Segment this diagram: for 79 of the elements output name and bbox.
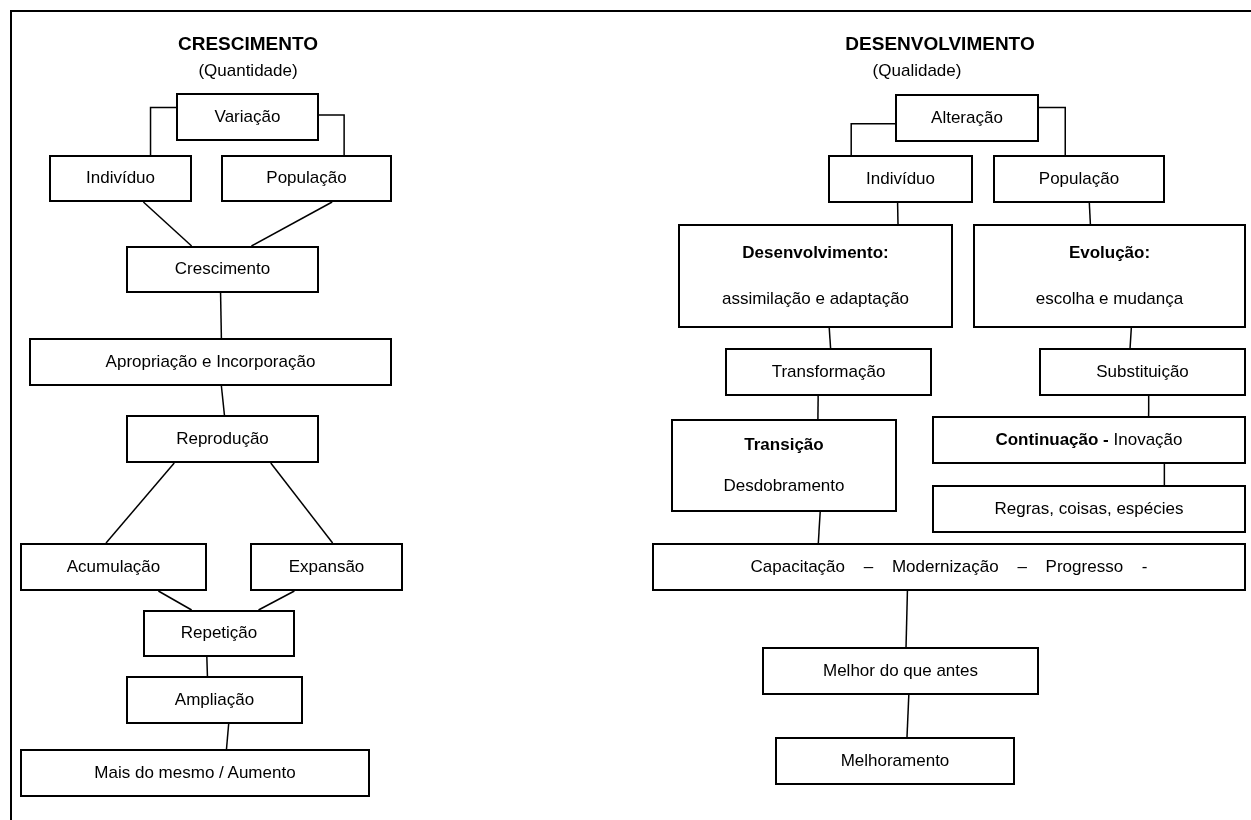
process-box xyxy=(126,415,319,463)
connector-line xyxy=(220,385,226,416)
connector-line xyxy=(105,462,175,544)
box-text: População xyxy=(266,168,347,189)
box-text: Apropriação e Incorporação xyxy=(105,351,316,373)
box-heading: Transição xyxy=(744,435,824,456)
process-box xyxy=(725,348,932,396)
process-box xyxy=(49,155,192,202)
connector-line xyxy=(157,590,193,611)
connector-line xyxy=(149,106,177,156)
process-box xyxy=(20,543,207,591)
process-box xyxy=(932,485,1246,533)
process-box xyxy=(29,338,392,386)
process-box xyxy=(828,155,973,203)
section-heading: CRESCIMENTO xyxy=(177,32,319,56)
connector-line xyxy=(270,462,334,544)
box-text: Crescimento xyxy=(174,259,271,280)
process-box xyxy=(973,224,1246,328)
box-text: Alteração xyxy=(931,107,1003,129)
process-box xyxy=(126,676,303,724)
connector-line xyxy=(206,656,209,677)
process-box xyxy=(678,224,953,328)
connector-line xyxy=(850,123,896,156)
box-text: Indivíduo xyxy=(86,168,155,189)
box-text: Acumulação xyxy=(66,556,161,578)
process-box xyxy=(762,647,1039,695)
process-box xyxy=(221,155,392,202)
connector-line xyxy=(318,114,345,156)
box-text: Capacitação – Modernização – Progresso - xyxy=(750,556,1148,578)
process-box xyxy=(1039,348,1246,396)
box-heading: Evolução: xyxy=(1068,242,1151,264)
connector-line xyxy=(905,590,909,648)
connector-line xyxy=(1088,202,1092,225)
box-text: Mais do mesmo / Aumento xyxy=(94,762,296,784)
connector-line xyxy=(906,694,910,738)
box-text: assimilação e adaptação xyxy=(721,288,910,310)
box-text: População xyxy=(1038,168,1120,190)
process-box xyxy=(895,94,1039,142)
box-text: Reprodução xyxy=(176,428,269,450)
connector-line xyxy=(225,723,230,750)
section-subheading: (Qualidade) xyxy=(872,60,962,82)
connector-line xyxy=(142,201,193,247)
process-box xyxy=(126,246,319,293)
box-text: Ampliação xyxy=(174,689,255,711)
connector-line xyxy=(1129,327,1133,349)
process-box xyxy=(671,419,897,512)
box-text: Melhoramento xyxy=(840,750,950,772)
process-box xyxy=(250,543,403,591)
box-text: Regras, coisas, espécies xyxy=(994,498,1184,520)
process-box xyxy=(775,737,1015,785)
process-box xyxy=(143,610,295,657)
connector-line xyxy=(1038,106,1066,156)
box-text: Substituição xyxy=(1096,361,1189,383)
process-box xyxy=(176,93,319,141)
process-box xyxy=(20,749,370,797)
connector-line xyxy=(896,202,899,225)
connector-line xyxy=(219,292,223,339)
box-text: Variação xyxy=(214,106,281,128)
process-box xyxy=(993,155,1165,203)
connector-line xyxy=(817,395,819,420)
connector-line xyxy=(817,511,821,544)
section-subheading: (Quantidade) xyxy=(198,60,298,82)
connector-line xyxy=(1163,463,1166,486)
box-text: Melhor do que antes xyxy=(823,660,978,682)
box-text: Continuação - Inovação xyxy=(995,429,1183,451)
connector-line xyxy=(828,327,832,349)
box-text: Indivíduo xyxy=(866,168,935,190)
box-heading: Desenvolvimento: xyxy=(742,242,889,264)
process-box xyxy=(932,416,1246,464)
box-text: Transformação xyxy=(771,361,886,383)
connector-line xyxy=(250,201,333,247)
box-text: Repetição xyxy=(180,623,258,644)
box-text: escolha e mudança xyxy=(1035,288,1184,310)
connector-line xyxy=(257,590,296,611)
box-text: Desdobramento xyxy=(723,475,845,496)
section-heading: DESENVOLVIMENTO xyxy=(845,32,1035,56)
connector-line xyxy=(1147,395,1150,417)
box-text: Expansão xyxy=(288,556,365,578)
process-box xyxy=(652,543,1246,591)
